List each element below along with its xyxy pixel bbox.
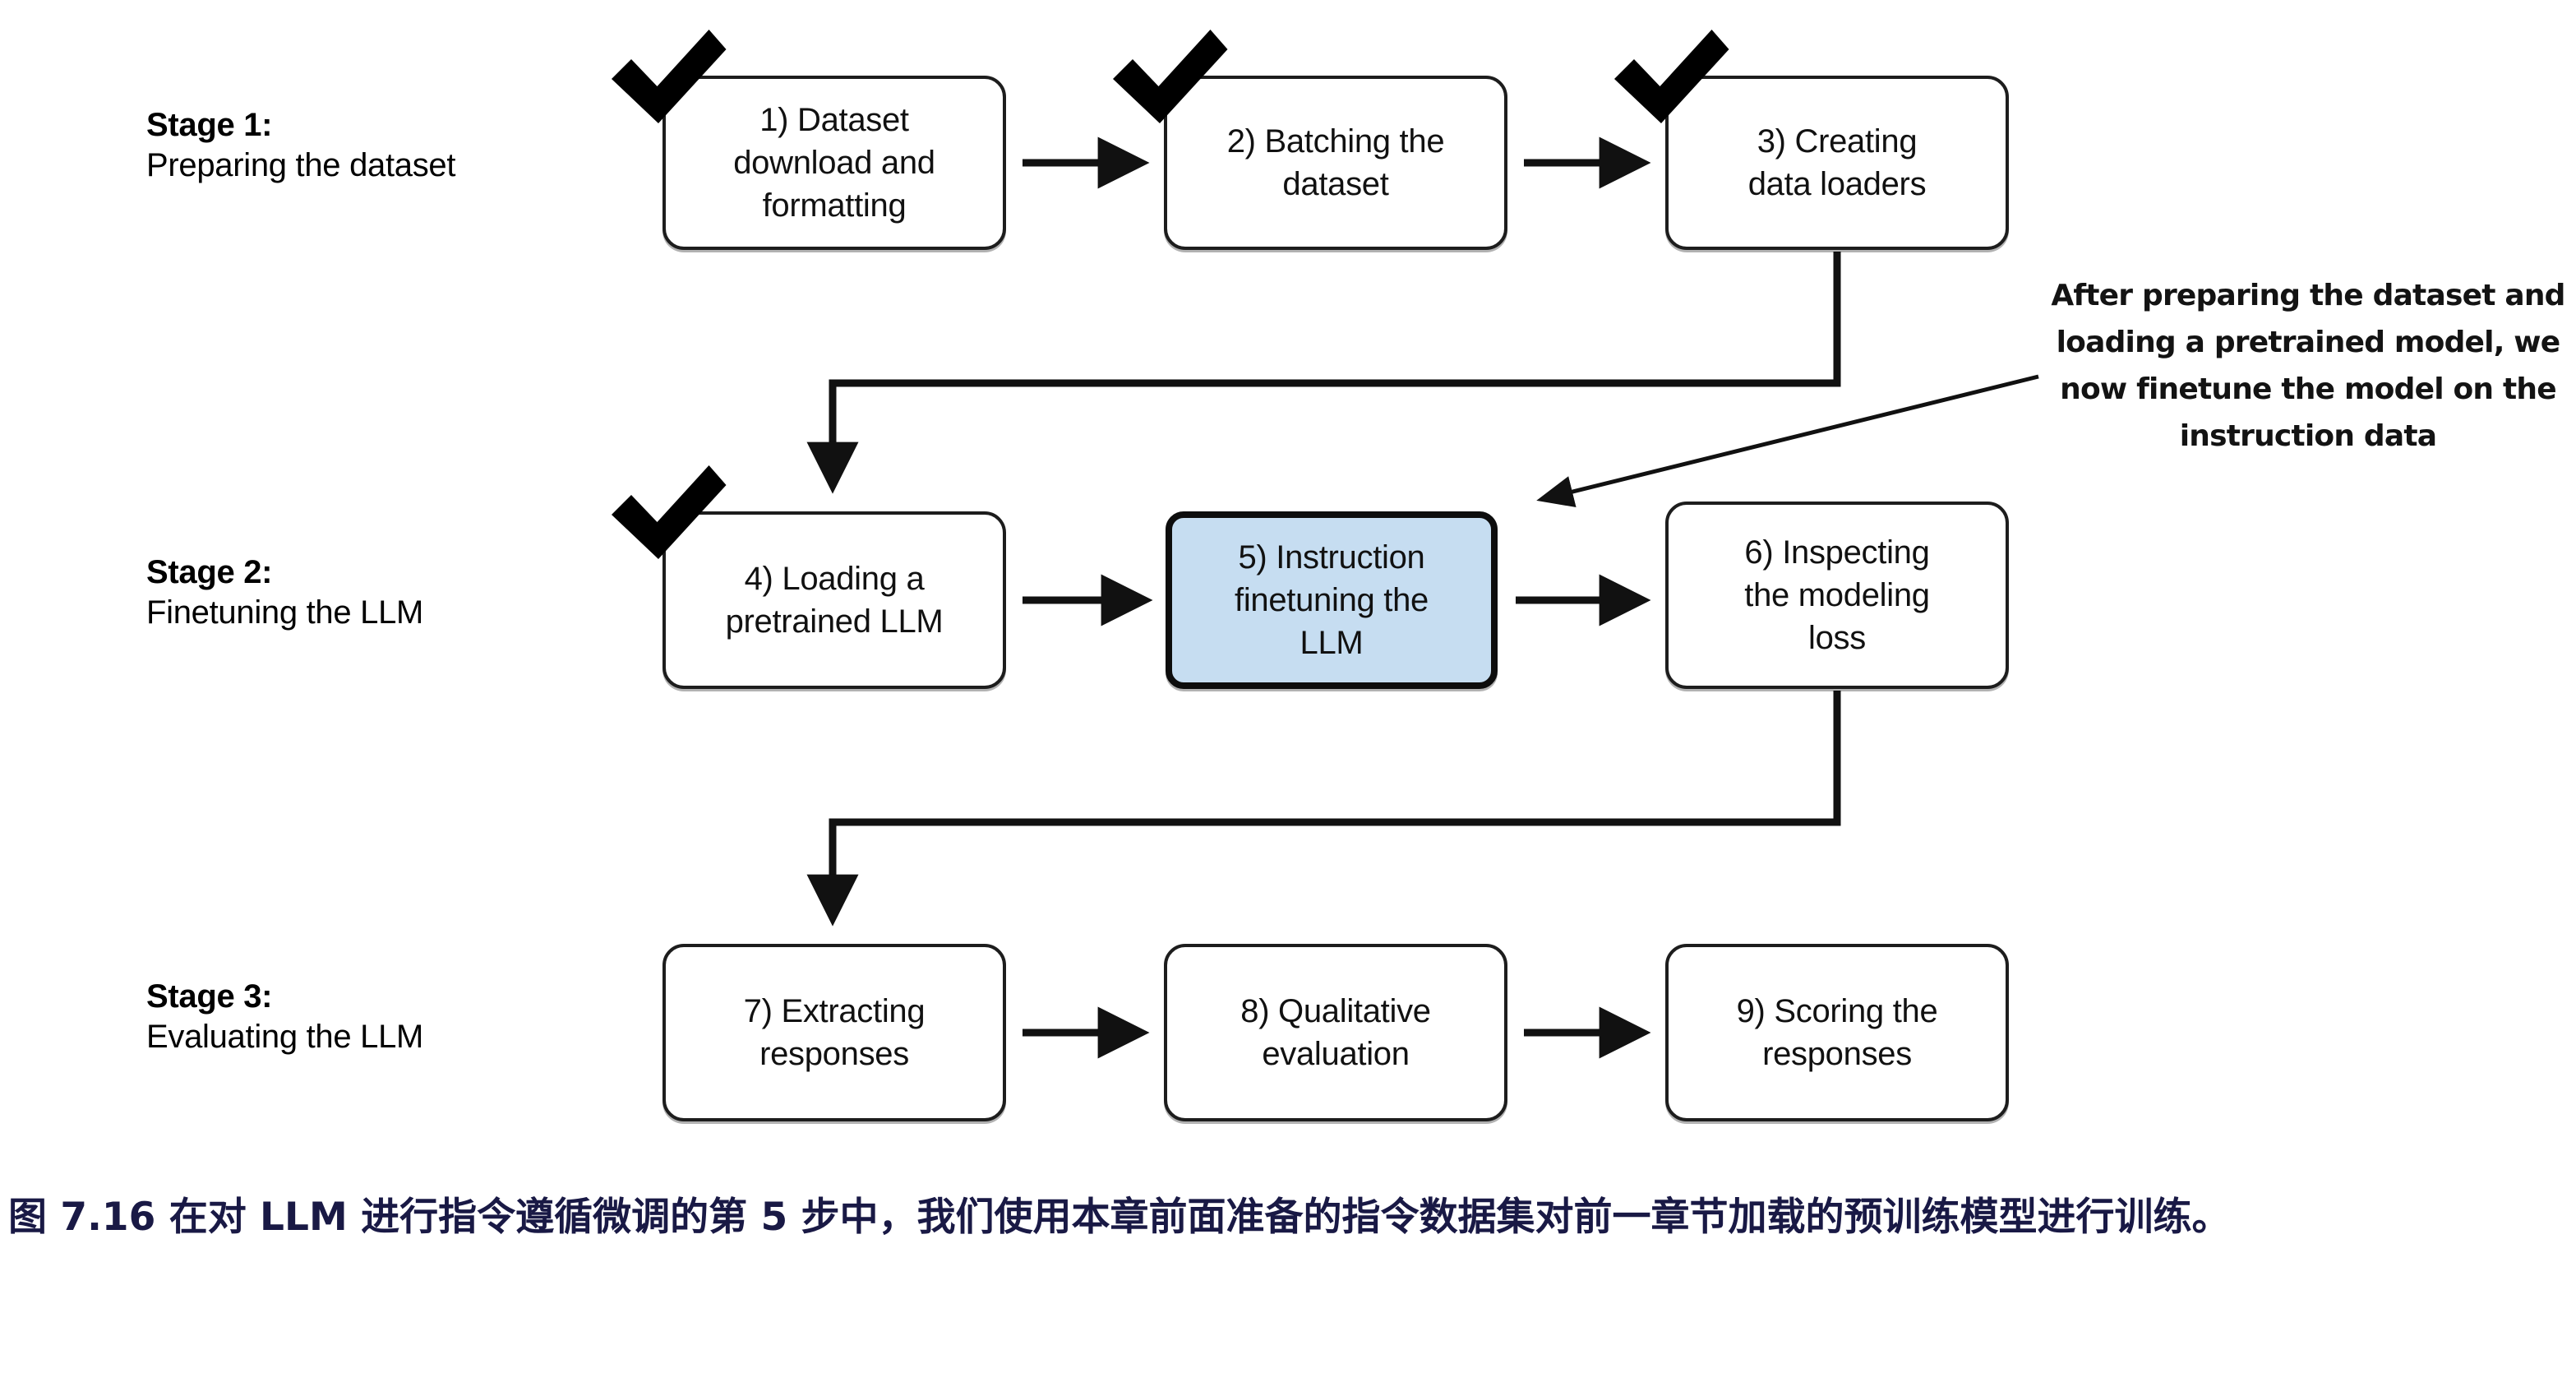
- stage-2-subtitle: Finetuning the LLM: [146, 594, 424, 631]
- node-extracting-responses[interactable]: 7) Extracting responses: [662, 944, 1006, 1121]
- node-loading-pretrained-llm[interactable]: 4) Loading a pretrained LLM: [662, 511, 1006, 689]
- node-9-label: 9) Scoring the responses: [1736, 993, 1938, 1072]
- node-inspecting-modeling-loss[interactable]: 6) Inspecting the modeling loss: [1665, 502, 2009, 689]
- stage-1-subtitle: Preparing the dataset: [146, 146, 456, 183]
- connector-node3-node4: [806, 252, 1841, 494]
- node-dataset-download[interactable]: 1) Dataset download and formatting: [662, 76, 1006, 250]
- node-5-label: 5) Instruction finetuning the LLM: [1235, 539, 1429, 661]
- node-3-label: 3) Creating data loaders: [1747, 123, 1927, 202]
- annotation-leader-arrow: [1536, 374, 2039, 508]
- checkmark-icon: [1614, 30, 1729, 123]
- node-instruction-finetuning-llm[interactable]: 5) Instruction finetuning the LLM: [1166, 511, 1498, 689]
- node-7-label: 7) Extracting responses: [743, 993, 926, 1072]
- stage-label-1: Stage 1: Preparing the dataset: [146, 105, 455, 186]
- stage-1-title: Stage 1:: [146, 107, 273, 143]
- annotation-note: After preparing the dataset and loading …: [2051, 279, 2565, 453]
- figure-caption: 图 7.16 在对 LLM 进行指令遵循微调的第 5 步中，我们使用本章前面准备…: [8, 1195, 2231, 1240]
- stage-2-title: Stage 2:: [146, 554, 273, 590]
- node-4-label: 4) Loading a pretrained LLM: [725, 561, 944, 640]
- stage-3-subtitle: Evaluating the LLM: [146, 1018, 424, 1055]
- node-creating-data-loaders[interactable]: 3) Creating data loaders: [1665, 76, 2009, 250]
- checkmark-icon: [612, 465, 727, 559]
- node-1-label: 1) Dataset download and formatting: [733, 102, 935, 224]
- checkmark-icon: [612, 30, 727, 123]
- node-2-label: 2) Batching the dataset: [1226, 123, 1445, 202]
- stage-3-title: Stage 3:: [146, 978, 273, 1015]
- checkmark-icon: [1113, 30, 1228, 123]
- node-qualitative-evaluation[interactable]: 8) Qualitative evaluation: [1164, 944, 1507, 1121]
- node-batching-dataset[interactable]: 2) Batching the dataset: [1164, 76, 1507, 250]
- stage-label-2: Stage 2: Finetuning the LLM: [146, 552, 423, 633]
- connector-node6-node7: [806, 691, 1841, 927]
- node-6-label: 6) Inspecting the modeling loss: [1744, 534, 1930, 656]
- stage-label-3: Stage 3: Evaluating the LLM: [146, 977, 423, 1057]
- node-8-label: 8) Qualitative evaluation: [1240, 993, 1431, 1072]
- node-scoring-responses[interactable]: 9) Scoring the responses: [1665, 944, 2009, 1121]
